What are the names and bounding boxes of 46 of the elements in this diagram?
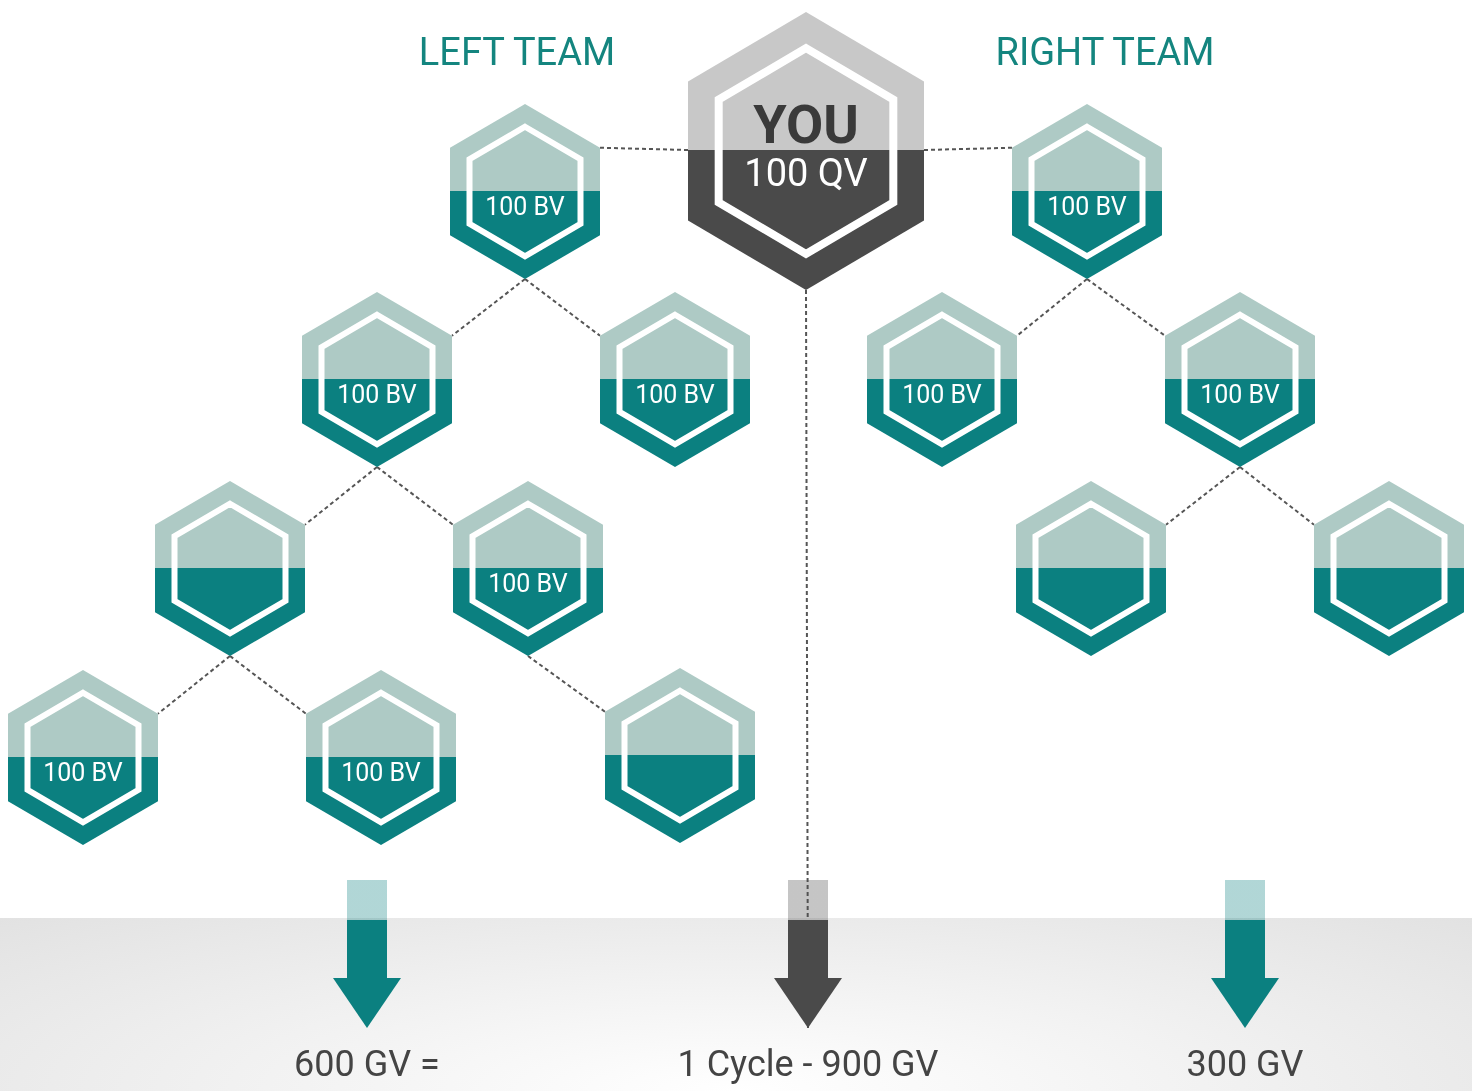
result-text: 300 GV	[1185, 1042, 1305, 1087]
team-title: RIGHT TEAM	[995, 33, 1215, 71]
value-label: 100 BV	[635, 382, 715, 407]
connector-line	[451, 278, 526, 337]
connector-line	[1239, 466, 1315, 526]
connector-line	[1165, 466, 1241, 526]
down-arrow	[774, 880, 842, 1028]
value-label: 100 BV	[1047, 194, 1127, 219]
member-hexagon	[450, 104, 600, 279]
member-hexagon	[306, 670, 456, 845]
team-title: LEFT TEAM	[418, 33, 616, 71]
you-hexagon	[688, 12, 924, 290]
connector-line	[923, 146, 1013, 151]
value-label: 100 BV	[1200, 382, 1280, 407]
member-hexagon	[8, 670, 158, 845]
value-label: 100 BV	[902, 382, 982, 407]
value-label: 100 BV	[341, 760, 421, 785]
result-text: 600 GV =	[293, 1042, 441, 1087]
value-label: 100 BV	[43, 760, 123, 785]
member-hexagon	[605, 668, 755, 843]
result-text: 1 Cycle - 900 GV	[676, 1042, 940, 1087]
connector-line	[1016, 278, 1088, 337]
member-hexagon	[1012, 104, 1162, 279]
value-label: 100 QV	[744, 154, 868, 192]
down-arrow	[1211, 880, 1279, 1028]
value-label: 100 BV	[485, 194, 565, 219]
member-hexagon	[453, 481, 603, 656]
value-label: 100 BV	[488, 571, 568, 596]
you-label: YOU	[752, 98, 860, 152]
connector-line	[229, 655, 307, 715]
member-hexagon	[600, 292, 750, 467]
member-hexagon	[302, 292, 452, 467]
connector-line	[304, 466, 378, 526]
member-hexagon	[867, 292, 1017, 467]
connector-line	[1086, 278, 1166, 337]
member-hexagon	[155, 481, 305, 656]
connector-line	[599, 146, 689, 151]
connector-line	[527, 655, 606, 713]
member-hexagon	[1314, 481, 1464, 656]
member-hexagon	[1165, 292, 1315, 467]
connector-line	[376, 466, 454, 526]
connector-line	[157, 655, 231, 715]
value-label: 100 BV	[337, 382, 417, 407]
connector-line	[524, 278, 601, 337]
down-arrow	[333, 880, 401, 1028]
member-hexagon	[1016, 481, 1166, 656]
